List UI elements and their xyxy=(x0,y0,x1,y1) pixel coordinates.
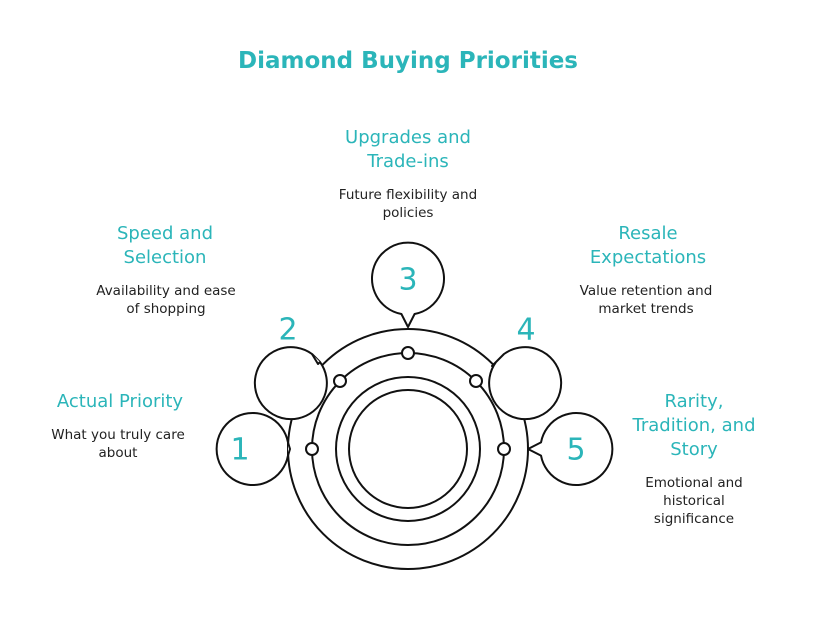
item-1-description: What you truly care about xyxy=(51,427,185,461)
bubble-tail-2 xyxy=(311,353,321,365)
item-1-heading: Actual Priority xyxy=(56,391,184,412)
bubble-3 xyxy=(371,241,445,328)
item-5-description: Emotional and historical significance xyxy=(645,475,743,527)
bubble-1 xyxy=(215,412,289,486)
connector-dot-4 xyxy=(469,374,483,388)
item-4-description: Value retention and market trends xyxy=(579,283,713,317)
bubble-2 xyxy=(253,346,328,421)
bubble-number-5: 5 xyxy=(566,433,585,468)
inner-ring xyxy=(335,376,481,522)
connector-dot-5 xyxy=(497,442,511,456)
item-3-heading: Upgrades and Trade-ins xyxy=(345,127,471,172)
bubble-number-1: 1 xyxy=(230,433,249,468)
bubble-number-4: 4 xyxy=(516,313,535,348)
bubble-tail-1 xyxy=(287,442,291,456)
bubble-5 xyxy=(527,412,614,486)
bubble-number-3: 3 xyxy=(398,263,417,298)
connector-dot-3 xyxy=(401,346,415,360)
item-4-heading: Resale Expectations xyxy=(589,223,707,268)
bubble-number-2: 2 xyxy=(278,313,297,348)
item-2-description: Availability and ease of shopping xyxy=(96,283,236,317)
item-3-description: Future flexibility and policies xyxy=(338,187,478,221)
diagram-title: Diamond Buying Priorities xyxy=(237,48,578,74)
bubble-4 xyxy=(488,346,563,421)
connector-dot-2 xyxy=(333,374,347,388)
core-ring xyxy=(348,389,468,509)
item-2-heading: Speed and Selection xyxy=(116,223,213,268)
item-5-heading: Rarity, Tradition, and Story xyxy=(632,391,756,460)
connector-dot-1 xyxy=(305,442,319,456)
